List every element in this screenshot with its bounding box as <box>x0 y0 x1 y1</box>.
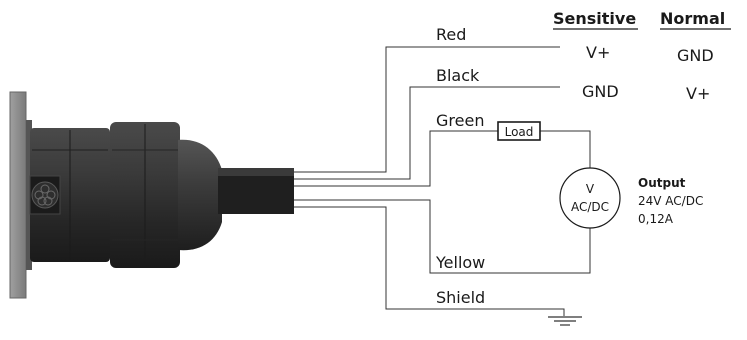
output-title: Output <box>638 176 686 190</box>
row2-sensitive: GND <box>582 82 619 101</box>
wire-red <box>294 46 560 173</box>
hex-recess-icon <box>29 175 61 215</box>
wire-label-red: Red <box>436 25 466 44</box>
ground-icon <box>548 316 582 326</box>
wire-label-green: Green <box>436 111 484 130</box>
row2-normal: V+ <box>686 84 710 103</box>
wires <box>294 46 591 316</box>
wire-shield <box>294 206 565 316</box>
voltmeter: V AC/DC <box>559 167 621 229</box>
row1-sensitive: V+ <box>586 43 610 62</box>
mode-table: Sensitive Normal V+ GND GND V+ <box>553 9 731 103</box>
mounting-flange <box>9 91 27 299</box>
meter-line2: AC/DC <box>571 200 609 214</box>
load-label: Load <box>505 125 534 139</box>
wire-black <box>294 86 560 180</box>
cable-gland <box>9 91 294 299</box>
wire-yellow <box>294 199 591 274</box>
wire-load-to-meter <box>540 130 591 168</box>
load-box: Load <box>497 121 541 141</box>
meter-line1: V <box>586 182 595 196</box>
wire-label-yellow: Yellow <box>435 253 485 272</box>
header-sensitive: Sensitive <box>553 9 636 28</box>
wire-green <box>294 130 498 187</box>
wire-label-shield: Shield <box>436 288 485 307</box>
output-voltage: 24V AC/DC <box>638 194 703 208</box>
wire-label-black: Black <box>436 66 480 85</box>
header-normal: Normal <box>660 9 725 28</box>
gland-dome <box>178 139 222 251</box>
output-current: 0,12A <box>638 212 674 226</box>
output-specs: Output 24V AC/DC 0,12A <box>638 176 703 226</box>
row1-normal: GND <box>677 46 714 65</box>
